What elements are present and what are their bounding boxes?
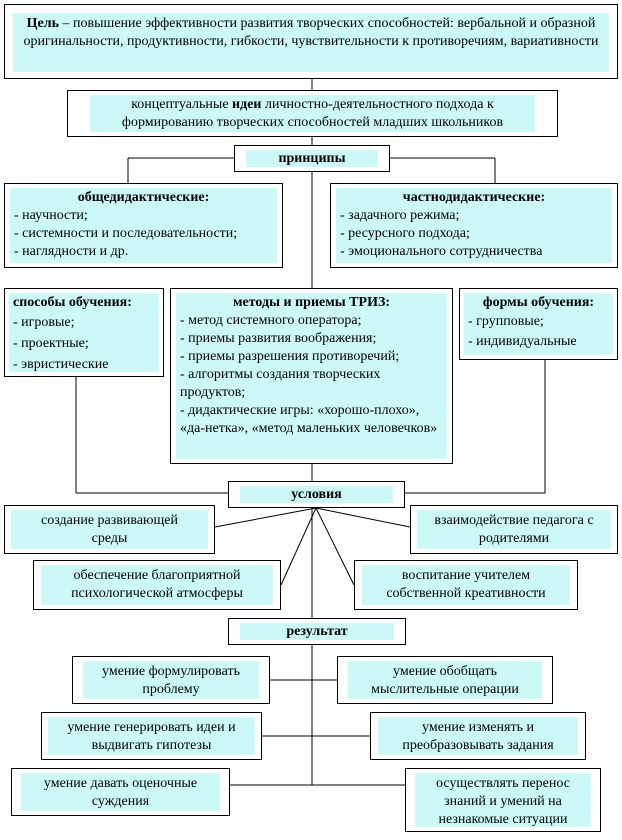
specific-principles-box: частнодидактические: - задачного режима;… [330,183,618,268]
general-principle-item: - научности; [14,208,88,223]
result-text: умение формулировать проблему [83,661,259,699]
triz-method-item: - метод системного оператора; [180,313,362,328]
learning-way-item: - проектные; [13,336,89,351]
triz-method-item: - приемы разрешения противоречий; [180,349,400,364]
condition-text: обеспечение благоприятной психологическо… [41,565,273,605]
general-principle-item: - системности и последовательности; [14,226,238,241]
ideas-before: концептуальные [131,97,233,112]
goal-text: Цель – повышение эффективности развития … [13,13,609,72]
learning-forms-panel: формы обучения: - групповые; - индивидуа… [464,293,613,355]
ideas-after: личностно-деятельностного подхода к форм… [121,97,504,130]
ideas-keyword: идеи [232,97,262,112]
principles-title: принципы [246,150,378,167]
condition-box: обеспечение благоприятной психологическо… [33,560,281,610]
triz-methods-panel: методы и приемы ТРИЗ: - метод системного… [176,293,447,459]
goal-description: – повышение эффективности развития творч… [23,16,599,49]
learning-ways-box: способы обучения: - игровые; - проектные… [4,288,164,377]
result-header: результат [228,618,406,645]
triz-method-item: - дидактические игры: «хорошо-плохо», «д… [180,403,438,436]
triz-method-item: - приемы развития воображения; [180,331,377,346]
learning-form-item: - групповые; [468,314,544,329]
ray-cond-1 [214,507,317,528]
condition-text: взаимодействие педагога с родителями [417,510,611,549]
result-box: умение формулировать проблему [72,656,270,704]
conditions-title: условия [240,486,393,503]
specific-principle-item: - задачного режима; [340,208,460,223]
triz-method-item: - алгоритмы создания творческих продукто… [180,367,381,400]
general-principles-box: общедидактические: - научности; - систем… [4,183,283,268]
triz-methods-box: методы и приемы ТРИЗ: - метод системного… [170,288,453,464]
learning-ways-title: способы обучения: [13,295,132,310]
conditions-header: условия [228,481,405,508]
result-box: умение изменять и преобразовывать задани… [370,712,586,760]
result-text: умение изменять и преобразовывать задани… [378,717,578,755]
general-principles-title: общедидактические: [77,190,210,205]
principles-header: принципы [234,145,390,172]
result-text: умение давать оценочные суждения [21,773,220,811]
learning-forms-title: формы обучения: [482,295,595,310]
learning-forms-box: формы обучения: - групповые; - индивидуа… [459,288,618,360]
learning-ways-panel: способы обучения: - игровые; - проектные… [9,293,159,372]
specific-principles-panel: частнодидактические: - задачного режима;… [336,188,612,263]
goal-label: Цель [26,16,60,31]
condition-box: воспитание учителем собственной креативн… [354,560,578,610]
condition-text: создание развивающей среды [11,510,208,549]
result-text: осуществлять перенос знаний и умений на … [415,773,591,827]
specific-principle-item: - ресурсного подхода; [340,226,470,241]
learning-way-item: - игровые; [13,315,75,330]
result-title: результат [240,623,394,640]
result-text: умение генерировать идеи и выдвигать гип… [48,717,255,755]
specific-principles-title: частнодидактические: [402,190,546,205]
condition-box: создание развивающей среды [4,505,215,554]
condition-box: взаимодействие педагога с родителями [410,505,618,554]
ray-cond-2 [315,507,411,528]
general-principle-item: - наглядности и др. [14,244,129,259]
condition-text: воспитание учителем собственной креативн… [362,565,570,605]
result-text: умение обобщать мыслительные операции [348,661,542,699]
triz-methods-title: методы и приемы ТРИЗ: [232,295,391,310]
ideas-text: концептуальные идеи личностно-деятельнос… [90,95,535,132]
learning-way-item: - эвристические [13,357,109,372]
result-box: осуществлять перенос знаний и умений на … [405,768,601,832]
learning-form-item: - индивидуальные [468,334,577,349]
goal-box: Цель – повышение эффективности развития … [4,4,618,79]
ideas-box: концептуальные идеи личностно-деятельнос… [67,90,558,137]
result-box: умение генерировать идеи и выдвигать гип… [41,712,262,760]
general-principles-panel: общедидактические: - научности; - систем… [10,188,277,263]
ray-cond-4 [315,507,355,586]
ray-cond-3 [280,507,317,586]
result-box: умение давать оценочные суждения [11,768,230,816]
specific-principle-item: - эмоционального сотрудничества [340,244,543,259]
result-box: умение обобщать мыслительные операции [337,656,553,704]
